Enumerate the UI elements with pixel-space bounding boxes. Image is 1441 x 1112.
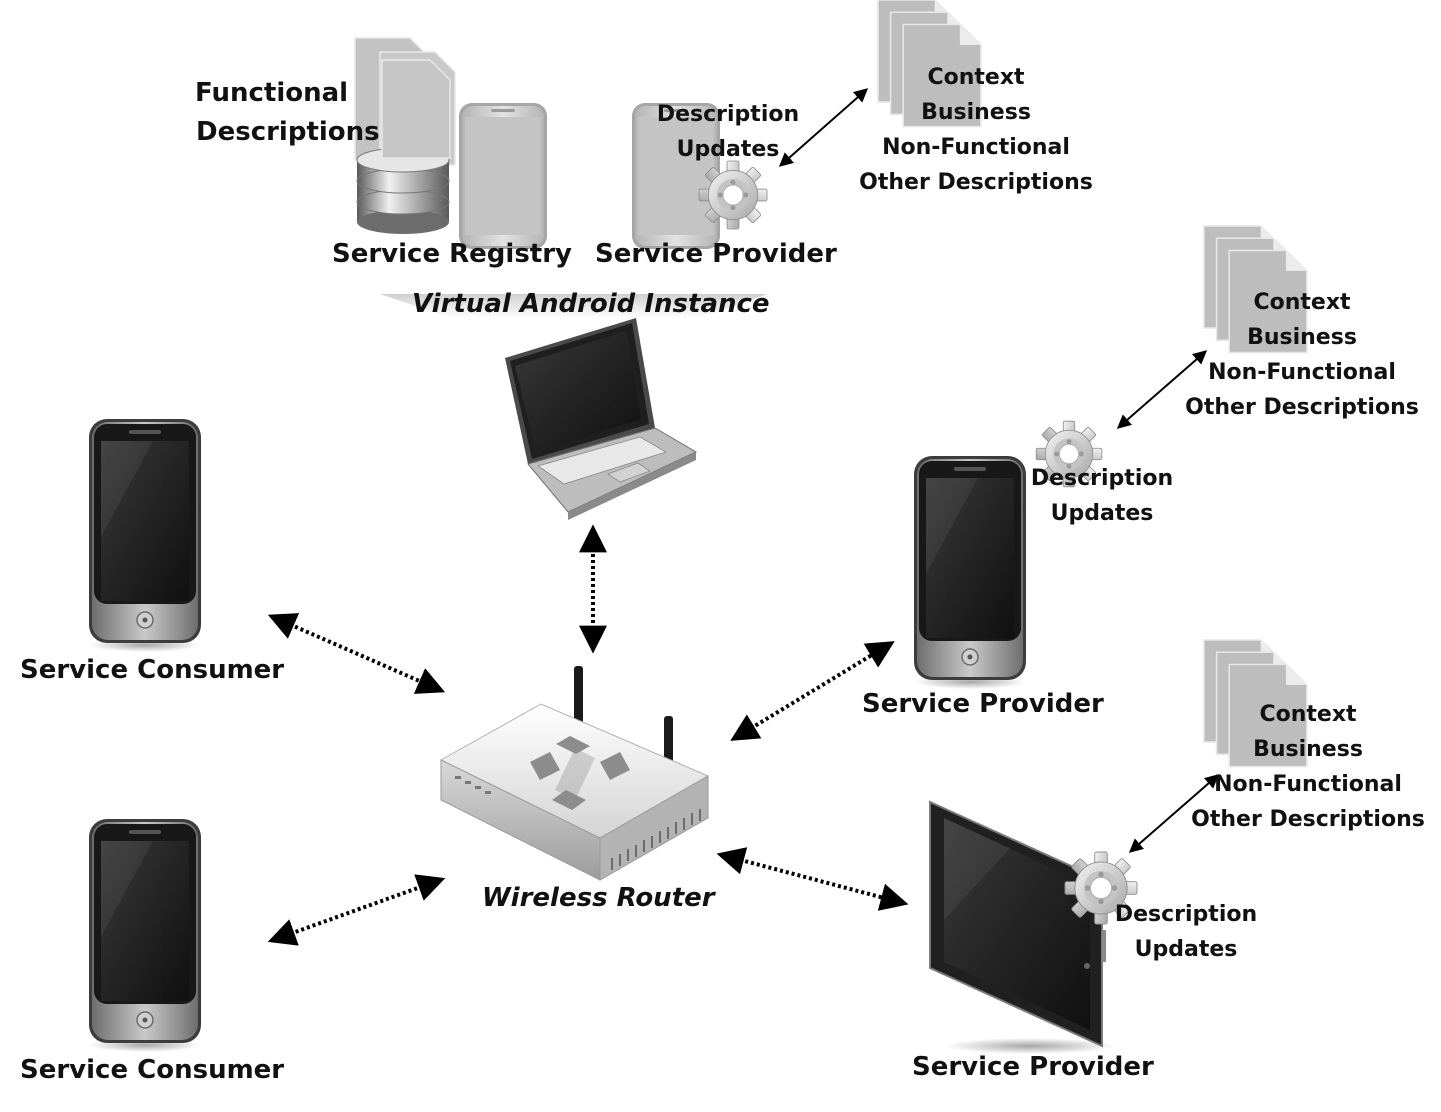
description-item: Context [1253,290,1351,315]
documents-icon [381,59,451,159]
double-arrow-icon [267,613,446,694]
right-service-provider-label: Service Provider [862,689,1104,719]
functional-descriptions-label-line2: Descriptions [196,117,380,147]
updates-line: Description [1030,466,1174,491]
smartphone-icon [88,418,202,653]
virtual-android-instance-label: Virtual Android Instance [412,289,770,319]
double-arrow-icon [1116,350,1208,429]
database-icon [356,147,450,234]
top-descriptions-list: Context Business Non-Functional Other De… [856,60,1096,200]
description-item: Business [1247,325,1357,350]
router-icon [439,666,710,881]
description-item: Other Descriptions [859,170,1093,195]
double-arrow-icon [1128,774,1220,853]
smartphone-icon [88,818,202,1053]
wireless-router-label: Wireless Router [482,883,715,913]
smartphone-icon [913,455,1027,690]
service-consumer-bottom-label: Service Consumer [20,1055,285,1085]
description-item: Other Descriptions [1191,807,1425,832]
bottom-description-updates-label: Description Updates [1106,897,1266,967]
right-descriptions-list: Context Business Non-Functional Other De… [1182,285,1422,425]
gear-icon [698,160,768,230]
description-item: Non-Functional [1214,772,1402,797]
description-item: Business [921,100,1031,125]
laptop-icon [505,318,698,520]
description-item: Other Descriptions [1185,395,1419,420]
bottom-descriptions-list: Context Business Non-Functional Other De… [1188,697,1428,837]
double-arrow-icon [778,88,869,167]
smartphone-icon [459,103,547,249]
description-item: Context [1259,702,1357,727]
top-description-updates-label: Description Updates [648,97,808,167]
double-arrow-icon [730,641,895,741]
updates-line: Description [1114,902,1258,927]
top-service-provider-label: Service Provider [595,239,837,269]
service-consumer-top-label: Service Consumer [20,655,285,685]
functional-descriptions-label-line1: Functional [195,78,349,108]
updates-line: Updates [1134,937,1238,962]
updates-line: Updates [1050,501,1154,526]
updates-line: Description [656,102,800,127]
description-item: Business [1253,737,1363,762]
right-description-updates-label: Description Updates [1022,461,1182,531]
double-arrow-icon [716,847,909,911]
tablet-service-provider-label: Service Provider [912,1052,1154,1082]
service-registry-label: Service Registry [332,239,572,269]
double-arrow-icon [267,874,446,946]
updates-line: Updates [676,137,780,162]
tablet-icon [929,800,1116,1054]
description-item: Non-Functional [1208,360,1396,385]
description-item: Context [927,65,1025,90]
description-item: Non-Functional [882,135,1070,160]
